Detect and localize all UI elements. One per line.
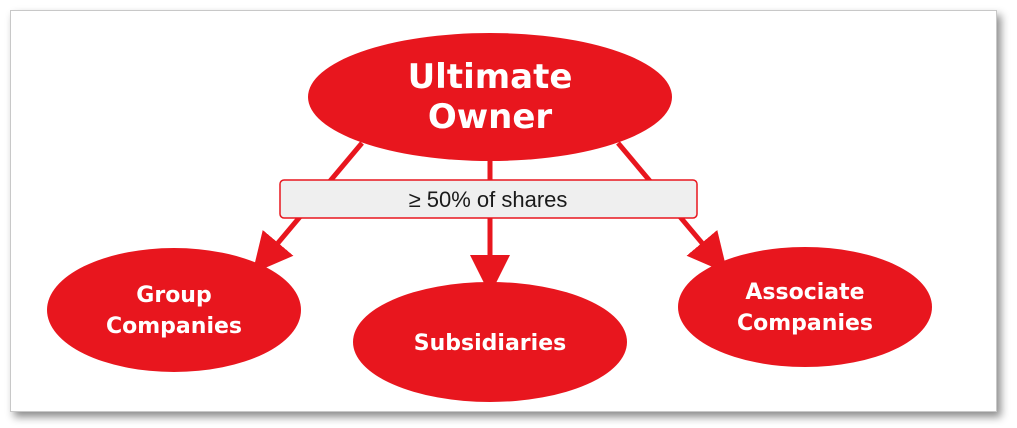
- ultimate-owner-label-line1: Ultimate: [408, 57, 573, 97]
- group-companies-label-line2: Companies: [106, 314, 242, 339]
- group-companies-label-line1: Group: [136, 283, 211, 308]
- subsidiaries-node: [353, 282, 627, 402]
- shares-threshold-box: [279, 179, 698, 219]
- shares-threshold-label: ≥ 50% of shares: [409, 187, 568, 212]
- ultimate-owner-node: [308, 33, 672, 161]
- ultimate-owner-label-line2: Owner: [428, 97, 553, 137]
- associate-companies-label-line1: Associate: [745, 280, 864, 305]
- group-companies-node: [47, 248, 301, 372]
- associate-companies-label-line2: Companies: [737, 311, 873, 336]
- associate-companies-node: [678, 247, 932, 367]
- subsidiaries-label: Subsidiaries: [414, 331, 566, 356]
